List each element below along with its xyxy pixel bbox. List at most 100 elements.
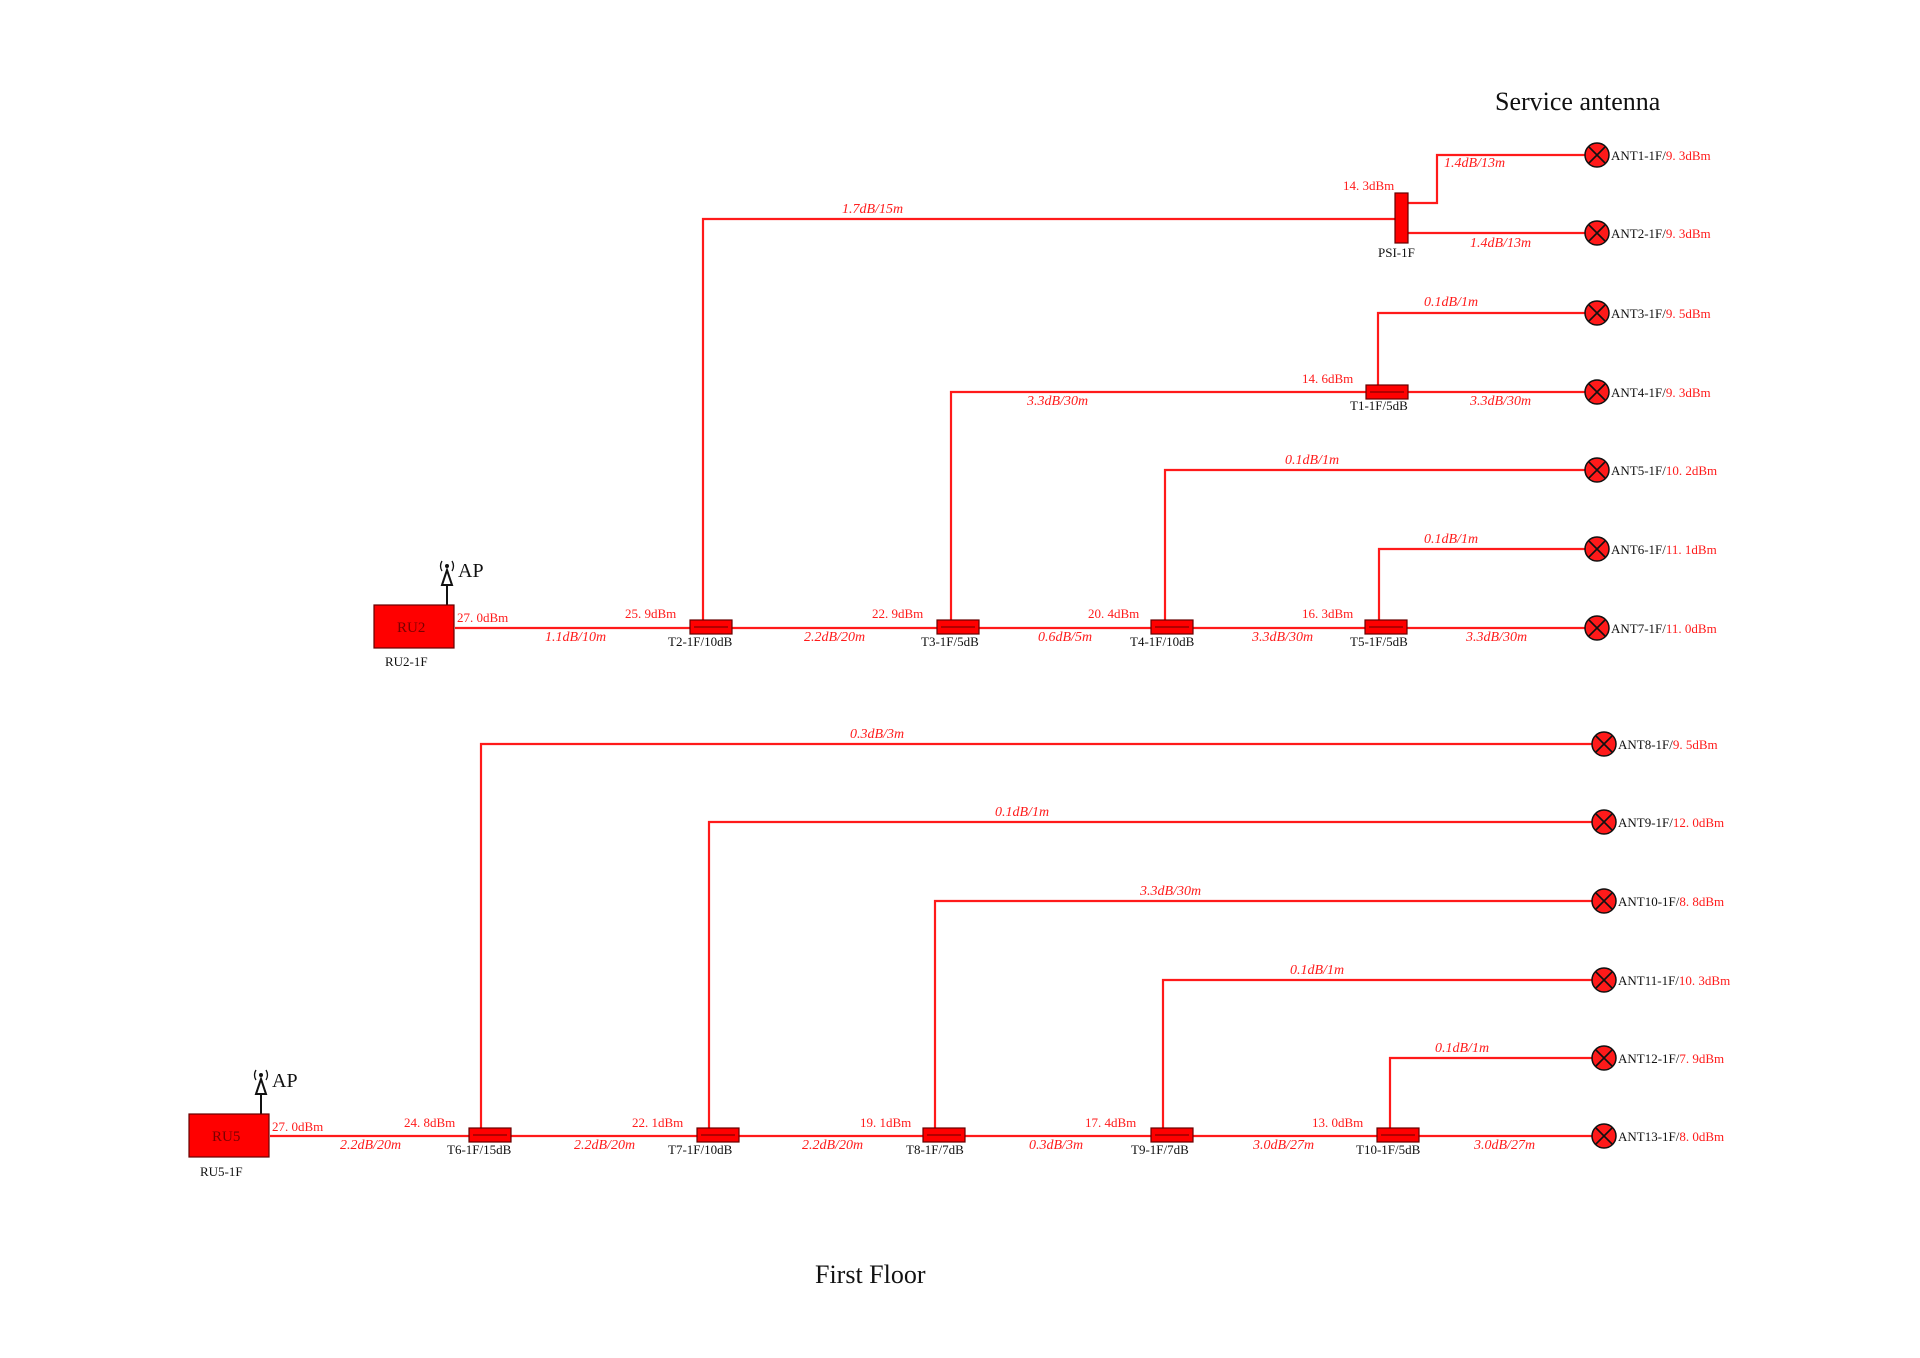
ru2-box[interactable] [373, 604, 455, 649]
svg-text:ANT12-1F/7. 9dBm: ANT12-1F/7. 9dBm [1618, 1051, 1724, 1066]
loss-t7-ant9: 0.1dB/1m [995, 805, 1049, 820]
antenna-name: ANT8-1F/ [1618, 737, 1673, 752]
antenna-ant10[interactable]: ANT10-1F/8. 8dBm [1591, 888, 1724, 914]
floor-title: First Floor [815, 1260, 926, 1289]
tap-t9[interactable]: 17. 4dBm T9-1F/7dB [1085, 1115, 1194, 1157]
ru5-label: RU5-1F [200, 1164, 243, 1179]
svg-text:ANT3-1F/9. 5dBm: ANT3-1F/9. 5dBm [1611, 306, 1711, 321]
tap-t9-name: T9-1F/7dB [1131, 1142, 1189, 1157]
loss-t4-t5: 3.3dB/30m [1251, 630, 1313, 645]
tap-t1[interactable]: 14. 6dBm T1-1F/5dB [1302, 371, 1409, 413]
tap-t5-power: 16. 3dBm [1302, 606, 1353, 621]
svg-text:ANT7-1F/11. 0dBm: ANT7-1F/11. 0dBm [1611, 621, 1717, 636]
antenna-ant3[interactable]: ANT3-1F/9. 5dBm [1584, 300, 1711, 326]
loss-psi-ant1: 1.4dB/13m [1444, 156, 1505, 171]
antenna-power: 12. 0dBm [1673, 815, 1724, 830]
tap-t7-power: 22. 1dBm [632, 1115, 683, 1130]
loss-t6-ant8: 0.3dB/3m [850, 727, 904, 742]
splitter-psi-box[interactable] [1394, 192, 1409, 244]
tap-t4-name: T4-1F/10dB [1130, 634, 1195, 649]
antenna-mast-icon [439, 560, 455, 586]
antenna-ant4[interactable]: ANT4-1F/9. 3dBm [1584, 379, 1711, 405]
svg-text:ANT4-1F/9. 3dBm: ANT4-1F/9. 3dBm [1611, 385, 1711, 400]
ru2-power: 27. 0dBm [457, 610, 508, 625]
tap-t10[interactable]: 13. 0dBm T10-1F/5dB [1312, 1115, 1421, 1157]
antenna-name: ANT5-1F/ [1611, 463, 1666, 478]
antenna-ant2[interactable]: ANT2-1F/9. 3dBm [1584, 220, 1711, 246]
antenna-power: 10. 3dBm [1679, 973, 1730, 988]
antenna-power: 9. 3dBm [1666, 385, 1711, 400]
tap-t4[interactable]: 20. 4dBm T4-1F/10dB [1088, 606, 1195, 649]
wire-t1-ant3 [1376, 311, 1585, 386]
antenna-ant8[interactable]: ANT8-1F/9. 5dBm [1591, 731, 1718, 757]
antenna-ant11[interactable]: ANT11-1F/10. 3dBm [1591, 967, 1730, 993]
tap-t2-power: 25. 9dBm [625, 606, 676, 621]
wire-t2-psi [701, 217, 1401, 620]
antenna-name: ANT13-1F/ [1618, 1129, 1680, 1144]
antenna-power: 9. 3dBm [1666, 148, 1711, 163]
wire-t7-ant9 [707, 820, 1592, 1128]
tap-t6-name: T6-1F/15dB [447, 1142, 512, 1157]
loss-t10-ant12: 0.1dB/1m [1435, 1041, 1489, 1056]
antenna-power: 9. 3dBm [1666, 226, 1711, 241]
antenna-ant13[interactable]: ANT13-1F/8. 0dBm [1591, 1123, 1724, 1149]
tap-t8[interactable]: 19. 1dBm T8-1F/7dB [860, 1115, 966, 1157]
loss-t1-ant3: 0.1dB/1m [1424, 295, 1478, 310]
loss-t3-t1: 3.3dB/30m [1026, 394, 1088, 409]
wire-t5-ant6 [1377, 547, 1585, 620]
antenna-ant9[interactable]: ANT9-1F/12. 0dBm [1591, 809, 1724, 835]
tap-t3-name: T3-1F/5dB [921, 634, 979, 649]
splitter-psi[interactable]: 14. 3dBm PSI-1F [1343, 178, 1415, 260]
antenna-name: ANT4-1F/ [1611, 385, 1666, 400]
antenna-ant12[interactable]: ANT12-1F/7. 9dBm [1591, 1045, 1724, 1071]
loss-ru5-t6: 2.2dB/20m [340, 1138, 401, 1153]
ru5-ap-label: AP [272, 1070, 298, 1092]
antenna-ant7[interactable]: ANT7-1F/11. 0dBm [1584, 615, 1717, 641]
loss-t2-psi: 1.7dB/15m [842, 202, 903, 217]
tap-t7-name: T7-1F/10dB [668, 1142, 733, 1157]
ru2-ap-label: AP [458, 560, 484, 582]
loss-t4-ant5: 0.1dB/1m [1285, 453, 1339, 468]
tap-t6-power: 24. 8dBm [404, 1115, 455, 1130]
ru5-name: RU5 [212, 1129, 240, 1145]
loss-t5-ant7: 3.3dB/30m [1465, 630, 1527, 645]
tap-t7[interactable]: 22. 1dBm T7-1F/10dB [632, 1115, 740, 1157]
tap-t6[interactable]: 24. 8dBm T6-1F/15dB [404, 1115, 512, 1157]
ru5-box[interactable] [188, 1113, 270, 1158]
antenna-name: ANT7-1F/ [1611, 621, 1666, 636]
svg-text:ANT1-1F/9. 3dBm: ANT1-1F/9. 3dBm [1611, 148, 1711, 163]
loss-t8-t9: 0.3dB/3m [1029, 1138, 1083, 1153]
antenna-name: ANT6-1F/ [1611, 542, 1666, 557]
loss-t1-ant4: 3.3dB/30m [1469, 394, 1531, 409]
splitter-psi-name: PSI-1F [1378, 245, 1415, 260]
tap-t8-power: 19. 1dBm [860, 1115, 911, 1130]
antenna-ant6[interactable]: ANT6-1F/11. 1dBm [1584, 536, 1717, 562]
tap-t3-power: 22. 9dBm [872, 606, 923, 621]
ru2-name: RU2 [397, 620, 425, 636]
tap-t8-name: T8-1F/7dB [906, 1142, 964, 1157]
ru2-unit[interactable]: AP RU2 RU2-1F 27. 0dBm [373, 560, 508, 669]
antenna-ant1[interactable]: ANT1-1F/9. 3dBm [1584, 142, 1711, 168]
antenna-ant5[interactable]: ANT5-1F/10. 2dBm [1584, 457, 1717, 483]
wire-t4-ant5 [1163, 468, 1585, 620]
antenna-power: 8. 8dBm [1679, 894, 1724, 909]
svg-text:ANT8-1F/9. 5dBm: ANT8-1F/9. 5dBm [1618, 737, 1718, 752]
ru5-power: 27. 0dBm [272, 1119, 323, 1134]
ru5-unit[interactable]: AP RU5 RU5-1F 27. 0dBm [188, 1069, 323, 1179]
tap-t2-name: T2-1F/10dB [668, 634, 733, 649]
antenna-name: ANT9-1F/ [1618, 815, 1673, 830]
tap-t3[interactable]: 22. 9dBm T3-1F/5dB [872, 606, 980, 649]
svg-text:ANT11-1F/10. 3dBm: ANT11-1F/10. 3dBm [1618, 973, 1730, 988]
tap-t4-power: 20. 4dBm [1088, 606, 1139, 621]
antenna-power: 8. 0dBm [1679, 1129, 1724, 1144]
wire-t6-ant8 [479, 742, 1592, 1128]
antenna-name: ANT11-1F/ [1618, 973, 1679, 988]
loss-t5-ant6: 0.1dB/1m [1424, 532, 1478, 547]
tap-t5[interactable]: 16. 3dBm T5-1F/5dB [1302, 606, 1408, 649]
ru2-label: RU2-1F [385, 654, 428, 669]
tap-t2[interactable]: 25. 9dBm T2-1F/10dB [625, 606, 733, 649]
antenna-power: 7. 9dBm [1679, 1051, 1724, 1066]
antenna-mast-icon [253, 1069, 269, 1095]
wire-psi-ant1 [1408, 153, 1585, 205]
